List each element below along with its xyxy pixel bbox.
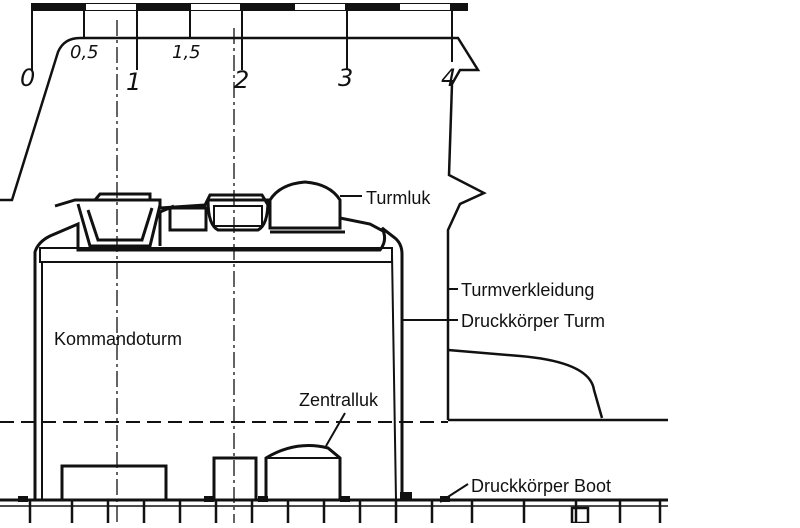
label-druckkoerper-boot: Druckkörper Boot [471, 476, 611, 496]
scale-number-0: 0 [20, 64, 35, 92]
center-lines [116, 20, 235, 523]
lower-compartments [60, 444, 342, 502]
boat-pressure-hull [0, 492, 668, 525]
leader-lines [325, 195, 469, 503]
scale-bar [31, 3, 468, 70]
tower-fairing-outline [0, 36, 487, 420]
label-zentralluk: Zentralluk [299, 390, 379, 410]
scale-number-2: 2 [234, 66, 249, 94]
scale-number-3: 3 [338, 64, 353, 92]
scale-number-0-5: 0,5 [70, 42, 99, 63]
label-turmluk: Turmluk [366, 188, 431, 208]
scale-number-1: 1 [126, 68, 141, 96]
upper-hatch-assembly [54, 180, 386, 248]
pressure-hull-tower [33, 221, 404, 501]
scale-number-1-5: 1,5 [172, 42, 201, 63]
label-kommandoturm: Kommandoturm [54, 329, 182, 349]
label-druckkoerper-turm: Druckkörper Turm [461, 311, 605, 331]
label-turmverkleidung: Turmverkleidung [461, 280, 594, 300]
rear-fairing-curve [447, 348, 604, 419]
